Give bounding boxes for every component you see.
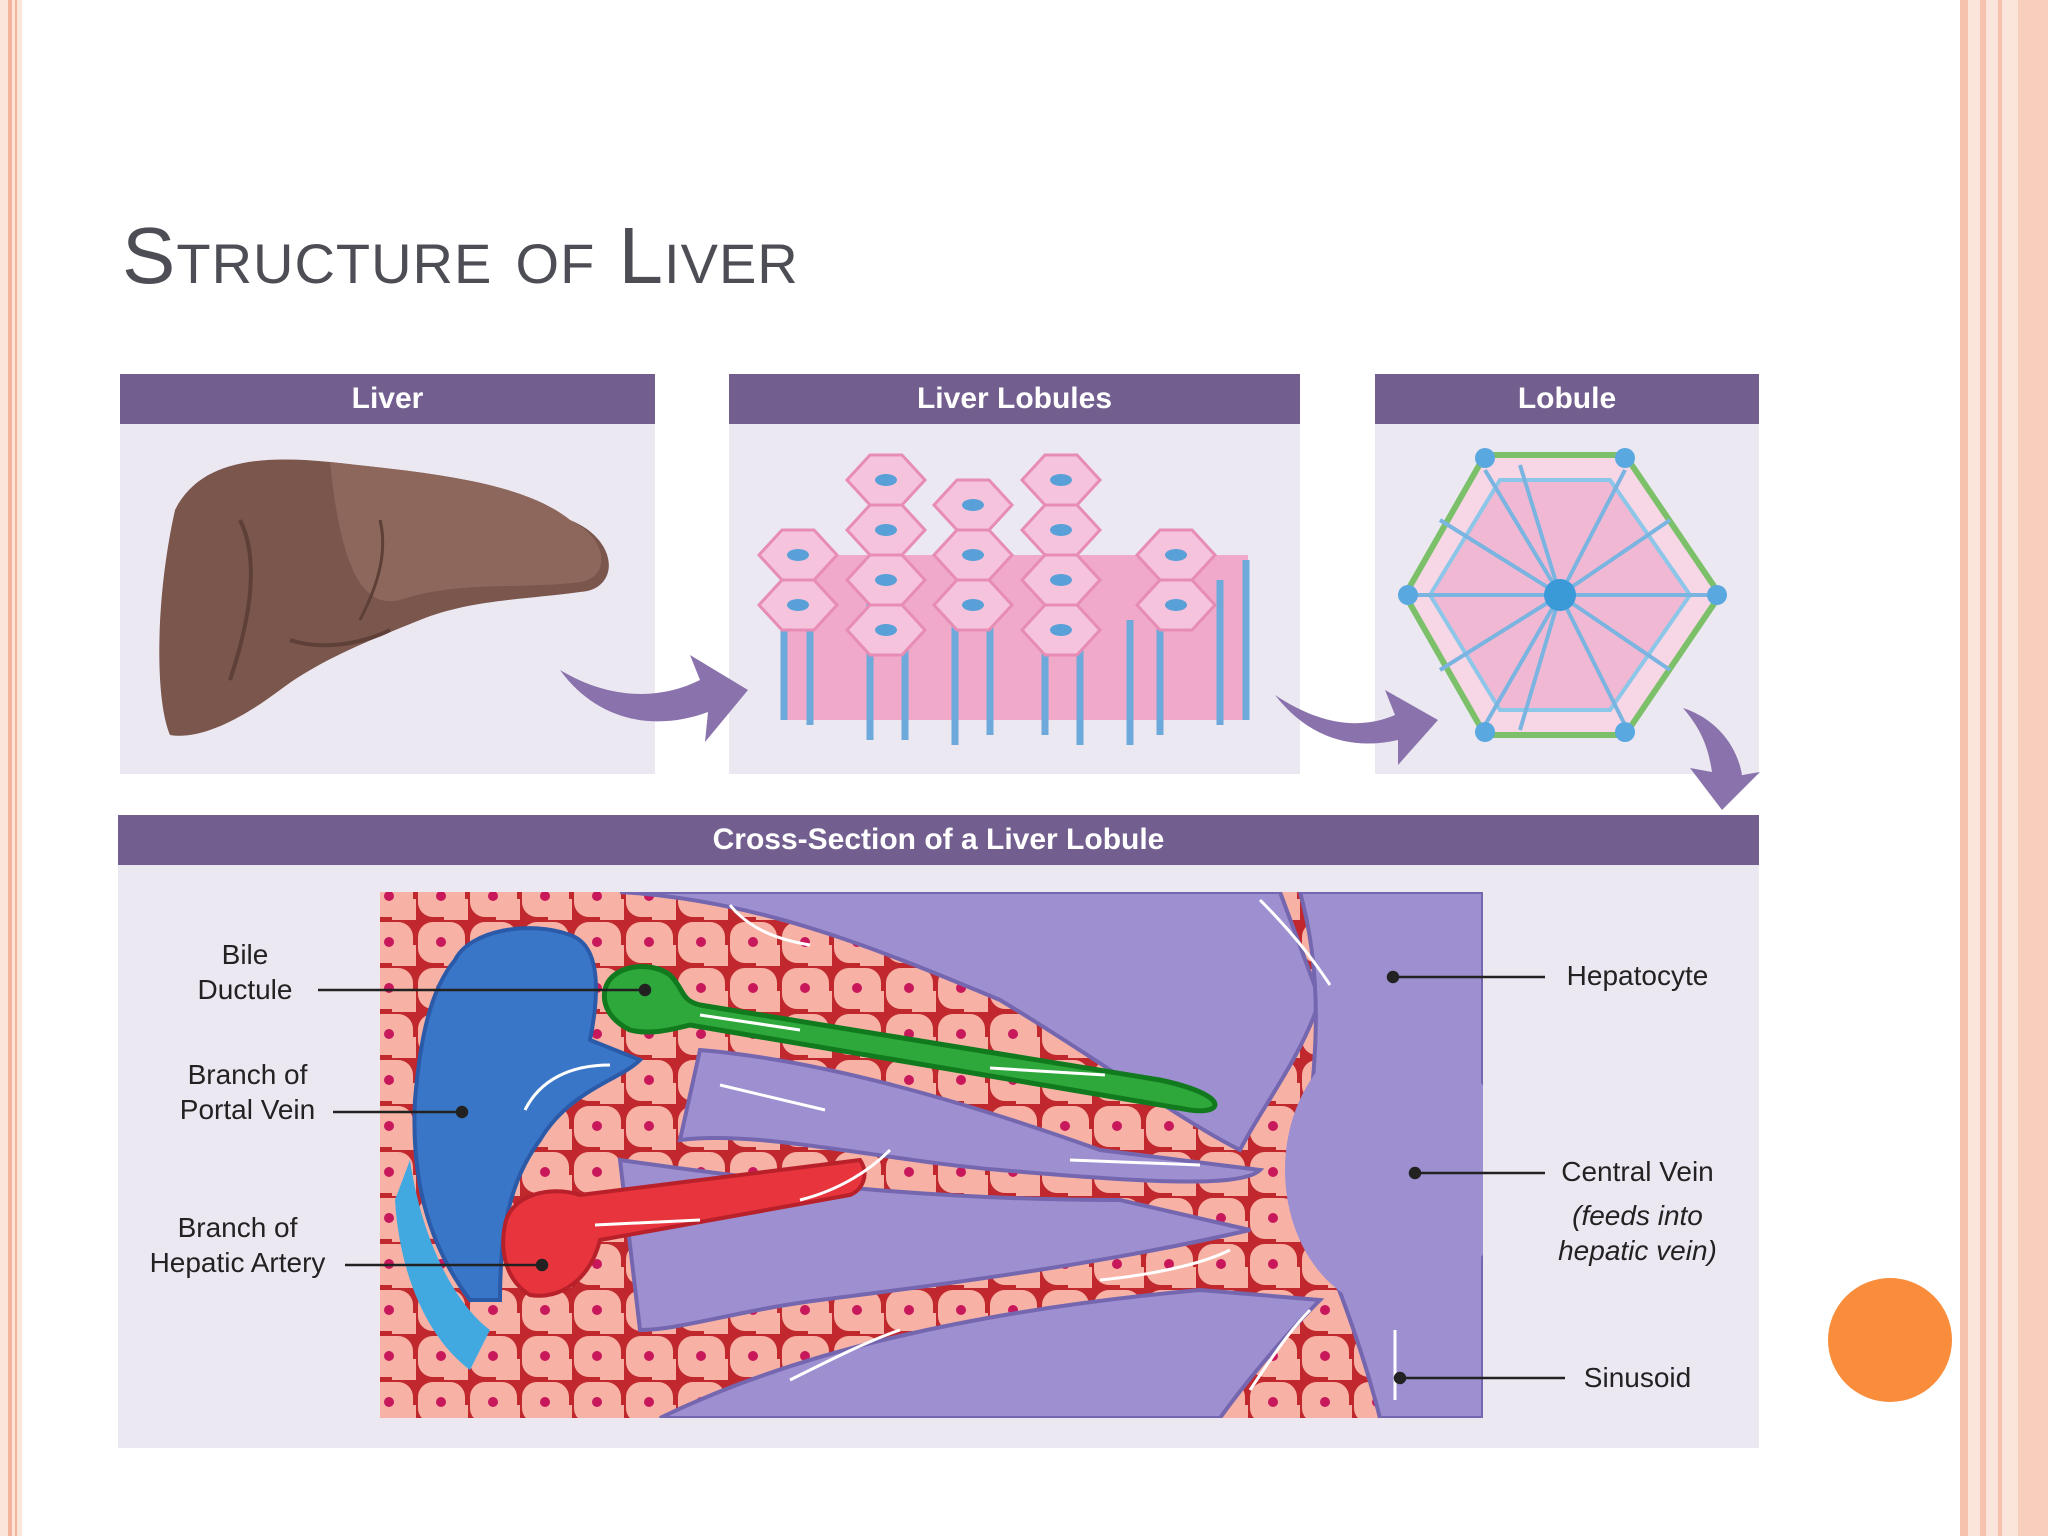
central-vein-note: (feeds into hepatic vein) xyxy=(1545,1198,1730,1268)
liver-lobules-panel-header: Liver Lobules xyxy=(729,374,1300,424)
lobule-panel-header: Lobule xyxy=(1375,374,1759,424)
central-vein-note-line1: (feeds into xyxy=(1572,1200,1703,1231)
bile-ductule-label-line2: Ductule xyxy=(197,974,293,1005)
portal-vein-label: Branch of Portal Vein xyxy=(170,1057,325,1127)
hepatocyte-label: Hepatocyte xyxy=(1566,960,1709,991)
bile-ductule-label-line1: Bile xyxy=(221,939,269,970)
liver-panel-header: Liver xyxy=(120,374,655,424)
hepatic-artery-label-line2: Hepatic Artery xyxy=(149,1247,326,1278)
portal-vein-label-line2: Portal Vein xyxy=(179,1094,316,1125)
label-leader-lines xyxy=(318,970,1565,1385)
central-vein-label: Central Vein xyxy=(1561,1156,1714,1187)
slide-left-border xyxy=(0,0,22,1536)
central-vein-note-line2: hepatic vein) xyxy=(1558,1235,1717,1266)
hepatic-artery-label: Branch of Hepatic Artery xyxy=(140,1210,335,1280)
orange-accent-circle xyxy=(1828,1278,1952,1402)
cross-section-panel-header: Cross-Section of a Liver Lobule xyxy=(118,815,1759,865)
single-lobule-illustration xyxy=(1398,448,1727,742)
lobule-prisms-illustration xyxy=(756,453,1250,745)
hepatic-artery-label-line1: Branch of xyxy=(177,1212,298,1243)
portal-vein-label-line1: Branch of xyxy=(187,1059,308,1090)
flow-arrows xyxy=(560,655,1760,810)
sinusoid-label: Sinusoid xyxy=(1583,1362,1692,1393)
slide-title: Structure of Liver xyxy=(122,211,799,300)
liver-organ-illustration xyxy=(159,459,609,736)
slide-right-border xyxy=(1960,0,2048,1536)
cross-section-illustration xyxy=(380,892,1483,1418)
bile-ductule-label: Bile Ductule xyxy=(185,937,305,1007)
